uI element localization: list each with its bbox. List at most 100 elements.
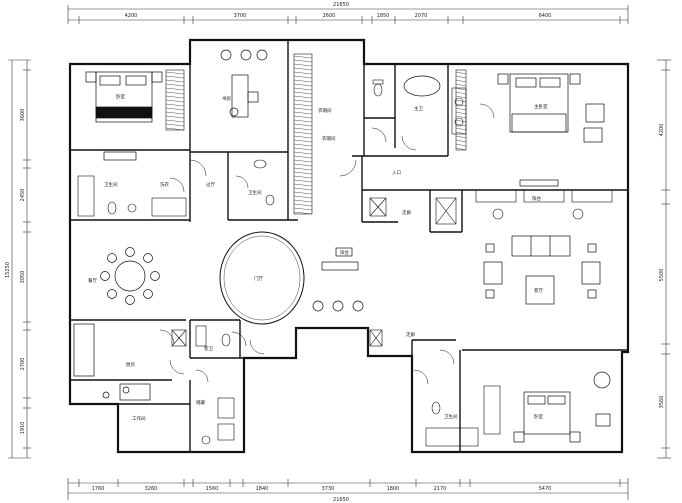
closet-hatch-line [165, 95, 185, 99]
closet-hatch-line [455, 71, 467, 75]
label-hall: 过厅 [206, 181, 215, 188]
dim-bottom-1: 1760 [92, 486, 105, 492]
closet-hatch-line [293, 63, 313, 67]
dim-right-1: 4200 [659, 124, 665, 137]
closet-hatch-line [455, 103, 467, 107]
closet-hatch-line [293, 91, 313, 95]
closet-hatch-line [293, 87, 313, 91]
label-corridor-1: 走廊 [402, 209, 411, 216]
closet-hatch-line [455, 95, 467, 99]
dim-right-3: 3560 [659, 396, 665, 409]
dim-left-3: 3050 [20, 271, 26, 284]
label-storage: 储藏 [196, 399, 205, 406]
dimension-lines [8, 5, 671, 500]
label-laundry: 洗衣 [160, 181, 169, 188]
dim-bottom-3: 1560 [206, 486, 219, 492]
label-balcony-2: 阳台 [340, 249, 349, 256]
living-sofa-set [483, 235, 601, 305]
closet-hatch-line [293, 103, 313, 107]
closet-hatch-line [293, 207, 313, 211]
bed-master [497, 73, 605, 187]
closet-hatch-line [455, 135, 467, 139]
dim-left-5: 1910 [20, 422, 26, 435]
closet-hatch-line [165, 111, 185, 115]
dim-top-5: 2070 [415, 13, 428, 19]
door-swings [159, 103, 495, 385]
closet-hatch-line [455, 107, 467, 111]
dim-left-1: 3600 [20, 109, 26, 122]
dim-top-3: 2600 [323, 13, 336, 19]
closet-hatch-line [165, 119, 185, 123]
toilet-master-bath [372, 79, 384, 97]
closet-hatching [165, 55, 467, 215]
dim-top-2: 3700 [234, 13, 247, 19]
closet-hatch-line [455, 119, 467, 123]
balcony-chairs [475, 189, 613, 220]
dim-top-4: 1850 [377, 13, 390, 19]
closet-hatch-line [165, 107, 185, 111]
dim-top-6: 6400 [539, 13, 552, 19]
closet-hatch-line [455, 79, 467, 83]
label-guest-bath: 客卫 [204, 345, 213, 352]
label-bedroom-2: 卧室 [534, 413, 543, 420]
label-bath-2: 卫生间 [248, 189, 262, 196]
closet-hatch-line [293, 155, 313, 159]
room-labels: 卧室 书房 衣帽间 衣帽间 主卫 主卧室 卫生间 卫生间 过厅 餐厅 门厅 客厅… [88, 93, 548, 422]
closet-hatch-line [293, 195, 313, 199]
dim-bottom-6: 1800 [387, 486, 400, 492]
guest-bath-fixtures [195, 325, 235, 445]
closet-hatch-line [293, 107, 313, 111]
label-balcony-1: 阳台 [532, 195, 541, 202]
label-entry: 入口 [392, 170, 401, 176]
closet-hatch-line [293, 179, 313, 183]
closet-hatch-line [293, 175, 313, 179]
closet-hatch-line [293, 119, 313, 123]
closet-hatch-line [455, 83, 467, 87]
closet-hatch-line [293, 135, 313, 139]
desk-bedroom-1 [103, 151, 137, 161]
closet-hatch-line [293, 159, 313, 163]
label-living: 客厅 [534, 287, 543, 294]
closet-hatch-line [293, 95, 313, 99]
closet-hatch-line [165, 71, 185, 75]
closet-hatch-line [293, 191, 313, 195]
dim-top-1: 4200 [125, 13, 138, 19]
closet-hatch-line [455, 139, 467, 143]
structural-shafts [171, 197, 457, 347]
closet-hatch-line [165, 91, 185, 95]
closet-hatch-line [293, 203, 313, 207]
dim-bottom-8: 5470 [539, 486, 552, 492]
closet-hatch-line [455, 99, 467, 103]
label-bedroom-1: 卧室 [116, 93, 125, 100]
study-desk [220, 49, 268, 118]
closet-hatch-line [293, 123, 313, 127]
closet-hatch-line [165, 127, 185, 131]
closet-hatch-line [293, 151, 313, 155]
interior-walls [70, 40, 628, 452]
label-bath-3: 卫生间 [444, 413, 458, 420]
closet-hatch-line [455, 115, 467, 119]
bathtub-master [403, 75, 441, 97]
dim-total-bottom: 21650 [333, 497, 349, 503]
closet-hatch-line [165, 99, 185, 103]
dim-bottom-2: 3260 [145, 486, 158, 492]
closet-hatch-line [455, 87, 467, 91]
label-master-bedroom: 主卧室 [534, 103, 548, 110]
label-study: 书房 [222, 95, 231, 102]
closet-hatch-line [293, 99, 313, 103]
closet-hatch-line [293, 211, 313, 215]
closet-hatch-line [293, 131, 313, 135]
label-utility: 工作间 [132, 415, 146, 422]
sinks-master-bath [451, 87, 467, 135]
closet-hatch-line [455, 111, 467, 115]
closet-hatch-line [293, 115, 313, 119]
dining-table [100, 247, 160, 305]
closet-hatch-line [455, 123, 467, 127]
label-bath-1: 卫生间 [104, 181, 118, 188]
closet-hatch-line [293, 139, 313, 143]
closet-hatch-line [165, 79, 185, 83]
dim-left-4: 2700 [20, 358, 26, 371]
label-corridor-2: 走廊 [406, 331, 415, 338]
closet-hatch-line [165, 83, 185, 87]
closet-hatch-line [455, 127, 467, 131]
